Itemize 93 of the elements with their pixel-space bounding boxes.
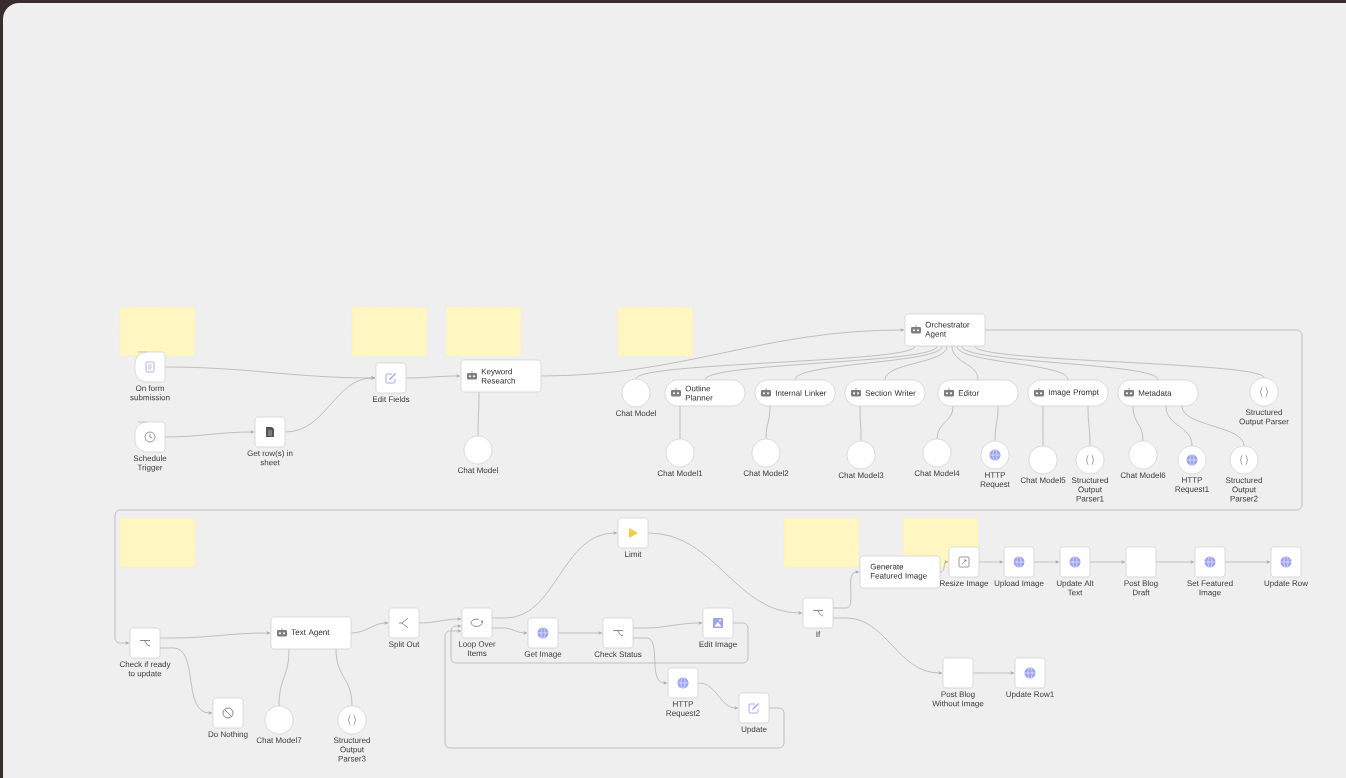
node-label: Chat Model4 <box>914 470 960 477</box>
tool-pill: Metadata <box>1117 379 1199 407</box>
node-label: Do Nothing <box>208 731 248 739</box>
node-label: Chat Model <box>615 410 656 417</box>
node-label: If <box>816 631 821 637</box>
sticky-note <box>617 306 694 357</box>
node-label: Structured Output Parser3 <box>333 737 370 762</box>
arrow <box>450 622 749 664</box>
agent-box: Keyword Research <box>460 359 542 393</box>
arrow <box>159 647 213 715</box>
arrow <box>697 682 739 710</box>
arrow <box>832 617 943 675</box>
arrow <box>350 621 389 634</box>
connector-line <box>765 405 771 440</box>
node-label: Structured Output Parser1 <box>1071 477 1108 502</box>
node-label: Edit Image <box>699 641 737 649</box>
sticky-note <box>119 306 196 357</box>
tool-pill: Editor <box>937 379 1019 407</box>
node-label: Resize Image <box>940 580 989 588</box>
connector-line <box>956 345 1069 381</box>
node-label: Chat Model <box>457 467 498 474</box>
node-label: Update Row1 <box>1006 691 1054 699</box>
arrow <box>491 627 528 635</box>
connector-line <box>961 345 1159 381</box>
tool-pill: Section Writer <box>844 379 926 407</box>
connector-line <box>994 405 999 442</box>
node-label: Update Row <box>1264 580 1309 588</box>
node-label: Split Out <box>389 641 420 649</box>
connector-line <box>1165 405 1193 447</box>
node-label: Schedule Trigger <box>133 455 167 472</box>
connector-line <box>936 405 954 440</box>
arrow <box>164 430 255 438</box>
tool-pill: Outline Planner <box>664 379 746 407</box>
connector-line <box>335 648 353 707</box>
node-label: Chat Model5 <box>1020 477 1066 484</box>
node-label: Structured Output Parser2 <box>1225 477 1262 502</box>
arrow <box>832 570 860 609</box>
tool-pill: Internal Linker <box>754 379 836 407</box>
node-label: Upload Image <box>994 580 1044 588</box>
connector-line <box>1181 405 1245 447</box>
node-label: Update <box>741 726 767 734</box>
connector-line <box>794 345 943 381</box>
arrow <box>939 560 949 573</box>
node-label: Loop Over Items <box>459 641 496 657</box>
node-label: Check if ready to update <box>119 661 171 678</box>
connector-line <box>884 345 948 381</box>
node-label: Check Status <box>594 651 642 658</box>
arrow <box>632 621 703 629</box>
node-label: Post Blog Draft <box>1124 580 1158 596</box>
tool-pill: Image Prompt <box>1027 379 1109 407</box>
arrow <box>647 532 803 615</box>
arrow <box>632 637 668 685</box>
node-label: On form submission <box>130 385 170 401</box>
node-label: Chat Model1 <box>657 470 703 477</box>
node-label: Post Blog Without Image <box>932 691 984 708</box>
connector-line <box>974 345 1265 379</box>
node-label: Set Featured Image <box>1187 580 1233 597</box>
node-label: HTTP Request <box>980 472 1010 489</box>
sticky-note <box>351 306 428 357</box>
node-label: Update Alt Text <box>1056 580 1094 596</box>
connector-line <box>1132 405 1144 442</box>
connector-line <box>951 345 979 381</box>
connector-line <box>635 345 916 380</box>
node-label: Chat Model7 <box>256 737 302 744</box>
node-label: Get Image <box>524 651 562 659</box>
agent-box: Text Agent <box>270 616 352 650</box>
connector-line <box>859 405 862 442</box>
arrow <box>444 629 785 749</box>
agent-box: Generate Featured Image <box>859 555 941 589</box>
node-label: Get row(s) in sheet <box>247 450 293 466</box>
arrow <box>418 617 462 624</box>
node-label: Edit Fields <box>373 396 410 403</box>
node-label: Chat Model3 <box>838 472 884 479</box>
arrow <box>284 376 376 433</box>
node-label: HTTP Request1 <box>1175 477 1209 494</box>
arrow <box>114 329 1303 645</box>
node-label: Chat Model6 <box>1120 472 1166 479</box>
connector-line <box>1087 405 1091 447</box>
connector-line <box>477 391 480 437</box>
sticky-note <box>783 517 860 568</box>
node-label: HTTP Request2 <box>666 701 700 718</box>
node-label: Chat Model2 <box>743 470 789 477</box>
arrow <box>159 631 271 639</box>
arrow <box>405 374 461 379</box>
node-label: Structured Output Parser <box>1239 409 1289 426</box>
sticky-note <box>119 517 196 568</box>
connector-line <box>278 648 290 707</box>
sticky-note <box>445 306 522 357</box>
arrow <box>491 531 618 619</box>
agent-box: Orchestrator Agent <box>904 313 986 347</box>
arrow <box>540 328 905 377</box>
node-label: Limit <box>625 551 642 558</box>
connector-line <box>704 345 938 381</box>
